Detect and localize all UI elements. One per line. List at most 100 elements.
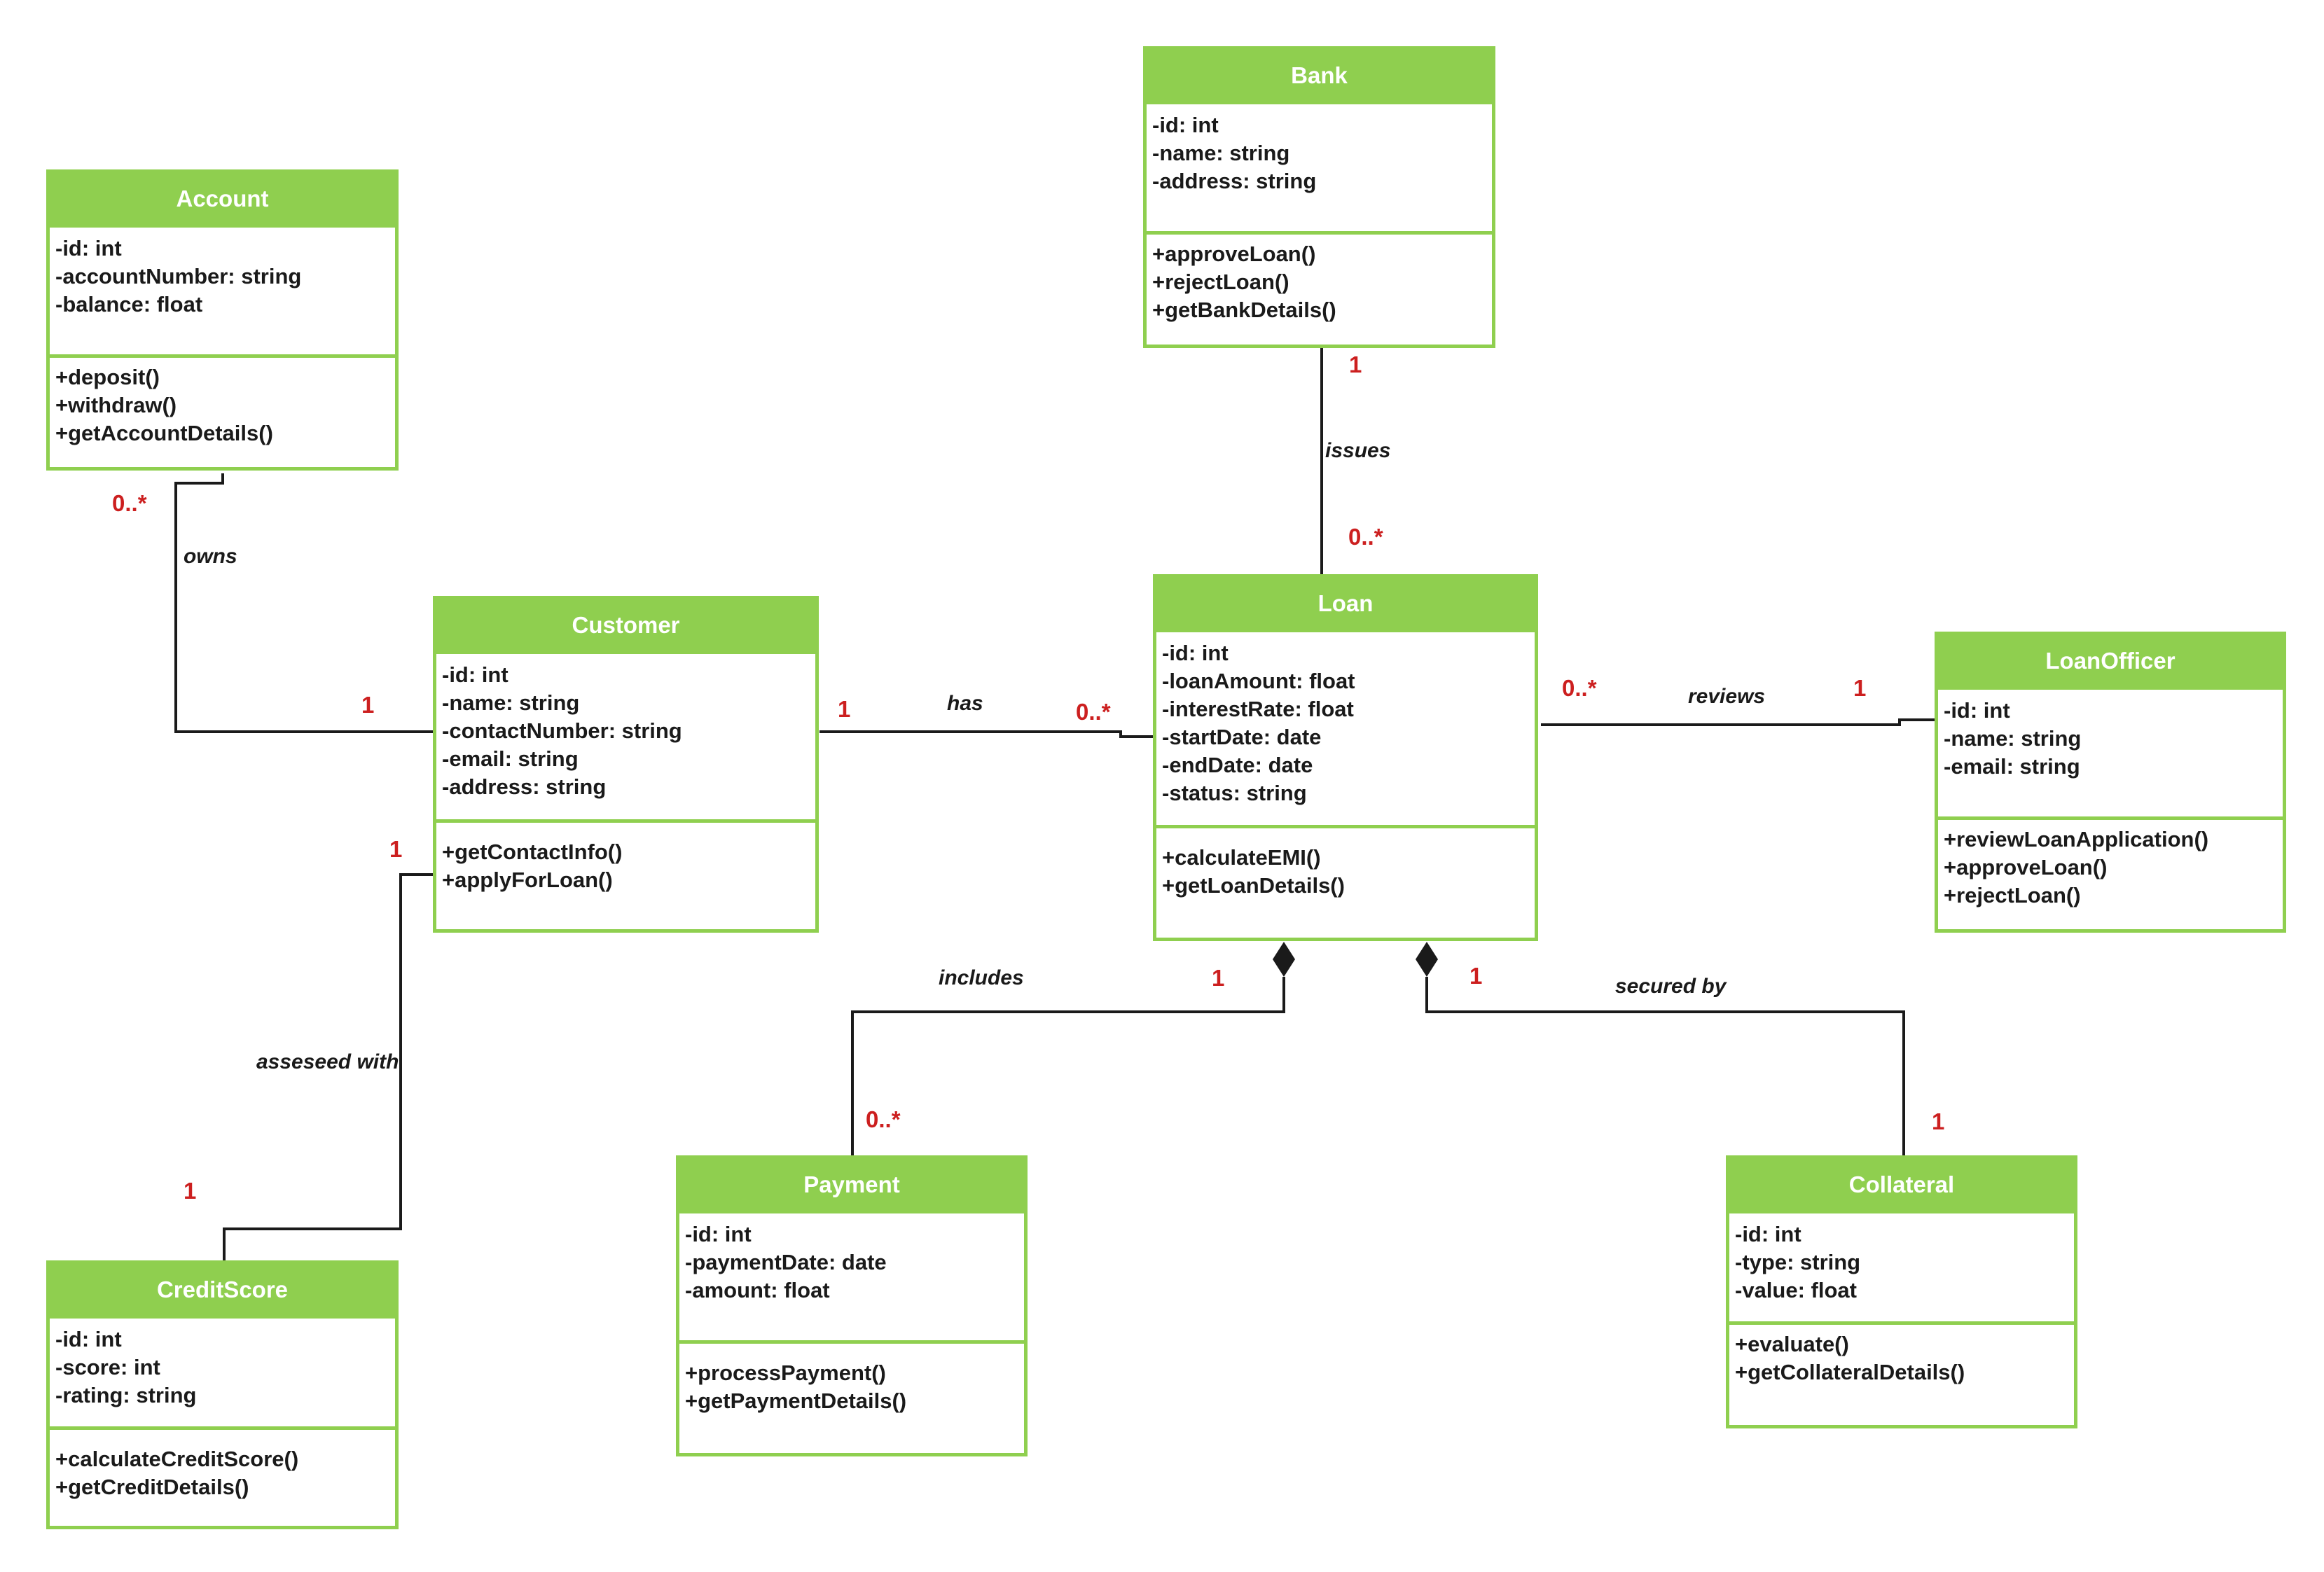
issues-label: issues: [1325, 439, 1391, 462]
attribute: -id: int: [55, 1327, 122, 1351]
assessed-with-label: asseseed with: [256, 1050, 399, 1073]
method: +getCreditDetails(): [55, 1475, 249, 1499]
method: +evaluate(): [1735, 1332, 1849, 1356]
class-loan-attributes: -id: int -loanAmount: float -interestRat…: [1156, 632, 1535, 825]
attribute: -amount: float: [685, 1278, 830, 1302]
method: +approveLoan(): [1152, 242, 1316, 266]
reviews-label: reviews: [1688, 685, 1766, 708]
class-collateral[interactable]: Collateral -id: int -type: string -value…: [1726, 1155, 2077, 1428]
attribute: -email: string: [1944, 754, 2080, 779]
method: +processPayment(): [685, 1361, 886, 1385]
attribute: -startDate: date: [1162, 725, 1322, 749]
has-multiplicity-loan: 0..*: [1076, 699, 1111, 725]
assessed-with-multiplicity-customer: 1: [389, 836, 403, 862]
class-payment-name: Payment: [679, 1159, 1024, 1213]
attribute: -contactNumber: string: [442, 718, 682, 743]
assessed-with-multiplicity-creditscore: 1: [184, 1178, 197, 1204]
attribute: -status: string: [1162, 781, 1307, 805]
class-loan-name: Loan: [1156, 578, 1535, 632]
method: +getAccountDetails(): [55, 421, 273, 445]
method: +getPaymentDetails(): [685, 1389, 907, 1413]
class-creditscore-methods: +calculateCreditScore() +getCreditDetail…: [50, 1426, 395, 1507]
attribute: -id: int: [1944, 698, 2010, 723]
class-account-methods: +deposit() +withdraw() +getAccountDetail…: [50, 354, 395, 453]
owns-line: [174, 473, 434, 733]
method: +rejectLoan(): [1152, 270, 1289, 294]
has-line: [819, 730, 1158, 738]
attribute: -interestRate: float: [1162, 697, 1354, 721]
reviews-line: [1541, 718, 1937, 726]
method: +approveLoan(): [1944, 855, 2108, 879]
class-customer-methods: +getContactInfo() +applyForLoan(): [436, 819, 815, 900]
class-customer-attributes: -id: int -name: string -contactNumber: s…: [436, 654, 815, 819]
includes-line: [851, 977, 1285, 1157]
attribute: -id: int: [685, 1222, 752, 1246]
method: +calculateCreditScore(): [55, 1447, 299, 1471]
method: +getBankDetails(): [1152, 298, 1336, 322]
class-account-name: Account: [50, 173, 395, 228]
has-label: has: [947, 692, 983, 715]
class-collateral-methods: +evaluate() +getCollateralDetails(): [1729, 1321, 2074, 1392]
attribute: -accountNumber: string: [55, 264, 302, 288]
attribute: -rating: string: [55, 1383, 197, 1407]
attribute: -value: float: [1735, 1278, 1857, 1302]
attribute: -name: string: [1944, 726, 2082, 751]
secured-by-label: secured by: [1615, 975, 1727, 998]
assessed-with-line: [223, 873, 434, 1264]
includes-multiplicity-payment: 0..*: [866, 1106, 901, 1132]
method: +applyForLoan(): [442, 868, 613, 892]
class-loan-methods: +calculateEMI() +getLoanDetails(): [1156, 825, 1535, 905]
method: +getCollateralDetails(): [1735, 1360, 1965, 1384]
secured-by-multiplicity-loan: 1: [1469, 963, 1483, 989]
class-collateral-name: Collateral: [1729, 1159, 2074, 1213]
owns-multiplicity-account: 0..*: [112, 490, 147, 516]
class-bank-name: Bank: [1147, 50, 1492, 104]
class-creditscore[interactable]: CreditScore -id: int -score: int -rating…: [46, 1260, 399, 1529]
class-customer-name: Customer: [436, 599, 815, 654]
method: +reviewLoanApplication(): [1944, 827, 2209, 851]
attribute: -name: string: [442, 690, 580, 715]
attribute: -endDate: date: [1162, 753, 1313, 777]
class-loanofficer[interactable]: LoanOfficer -id: int -name: string -emai…: [1935, 632, 2286, 933]
includes-composition-diamond: [1273, 942, 1295, 977]
secured-by-line: [1425, 977, 1905, 1157]
attribute: -email: string: [442, 746, 579, 771]
attribute: -paymentDate: date: [685, 1250, 887, 1274]
class-payment-attributes: -id: int -paymentDate: date -amount: flo…: [679, 1213, 1024, 1340]
class-loanofficer-attributes: -id: int -name: string -email: string: [1938, 690, 2283, 816]
owns-multiplicity-customer: 1: [361, 692, 375, 718]
attribute: -balance: float: [55, 292, 203, 317]
class-account-attributes: -id: int -accountNumber: string -balance…: [50, 228, 395, 354]
issues-multiplicity-bank: 1: [1349, 352, 1362, 377]
owns-label: owns: [184, 545, 237, 568]
attribute: -name: string: [1152, 141, 1290, 165]
has-multiplicity-customer: 1: [838, 696, 851, 722]
class-account[interactable]: Account -id: int -accountNumber: string …: [46, 169, 399, 471]
class-creditscore-attributes: -id: int -score: int -rating: string: [50, 1319, 395, 1426]
attribute: -id: int: [442, 662, 509, 687]
attribute: -score: int: [55, 1355, 160, 1379]
method: +withdraw(): [55, 393, 177, 417]
class-loan[interactable]: Loan -id: int -loanAmount: float -intere…: [1153, 574, 1538, 941]
reviews-multiplicity-loanofficer: 1: [1853, 675, 1867, 701]
attribute: -id: int: [1152, 113, 1219, 137]
includes-multiplicity-loan: 1: [1212, 965, 1225, 991]
class-creditscore-name: CreditScore: [50, 1264, 395, 1319]
class-loanofficer-name: LoanOfficer: [1938, 635, 2283, 690]
secured-by-multiplicity-collateral: 1: [1932, 1108, 1945, 1134]
class-customer[interactable]: Customer -id: int -name: string -contact…: [433, 596, 819, 933]
method: +getLoanDetails(): [1162, 873, 1345, 898]
issues-multiplicity-loan: 0..*: [1348, 524, 1383, 550]
class-bank-attributes: -id: int -name: string -address: string: [1147, 104, 1492, 231]
secured-by-composition-diamond: [1416, 942, 1438, 977]
class-bank[interactable]: Bank -id: int -name: string -address: st…: [1143, 46, 1495, 348]
method: +rejectLoan(): [1944, 883, 2081, 907]
attribute: -id: int: [55, 236, 122, 260]
attribute: -id: int: [1735, 1222, 1801, 1246]
attribute: -address: string: [442, 774, 607, 799]
includes-label: includes: [939, 966, 1024, 989]
class-payment[interactable]: Payment -id: int -paymentDate: date -amo…: [676, 1155, 1028, 1456]
class-collateral-attributes: -id: int -type: string -value: float: [1729, 1213, 2074, 1321]
